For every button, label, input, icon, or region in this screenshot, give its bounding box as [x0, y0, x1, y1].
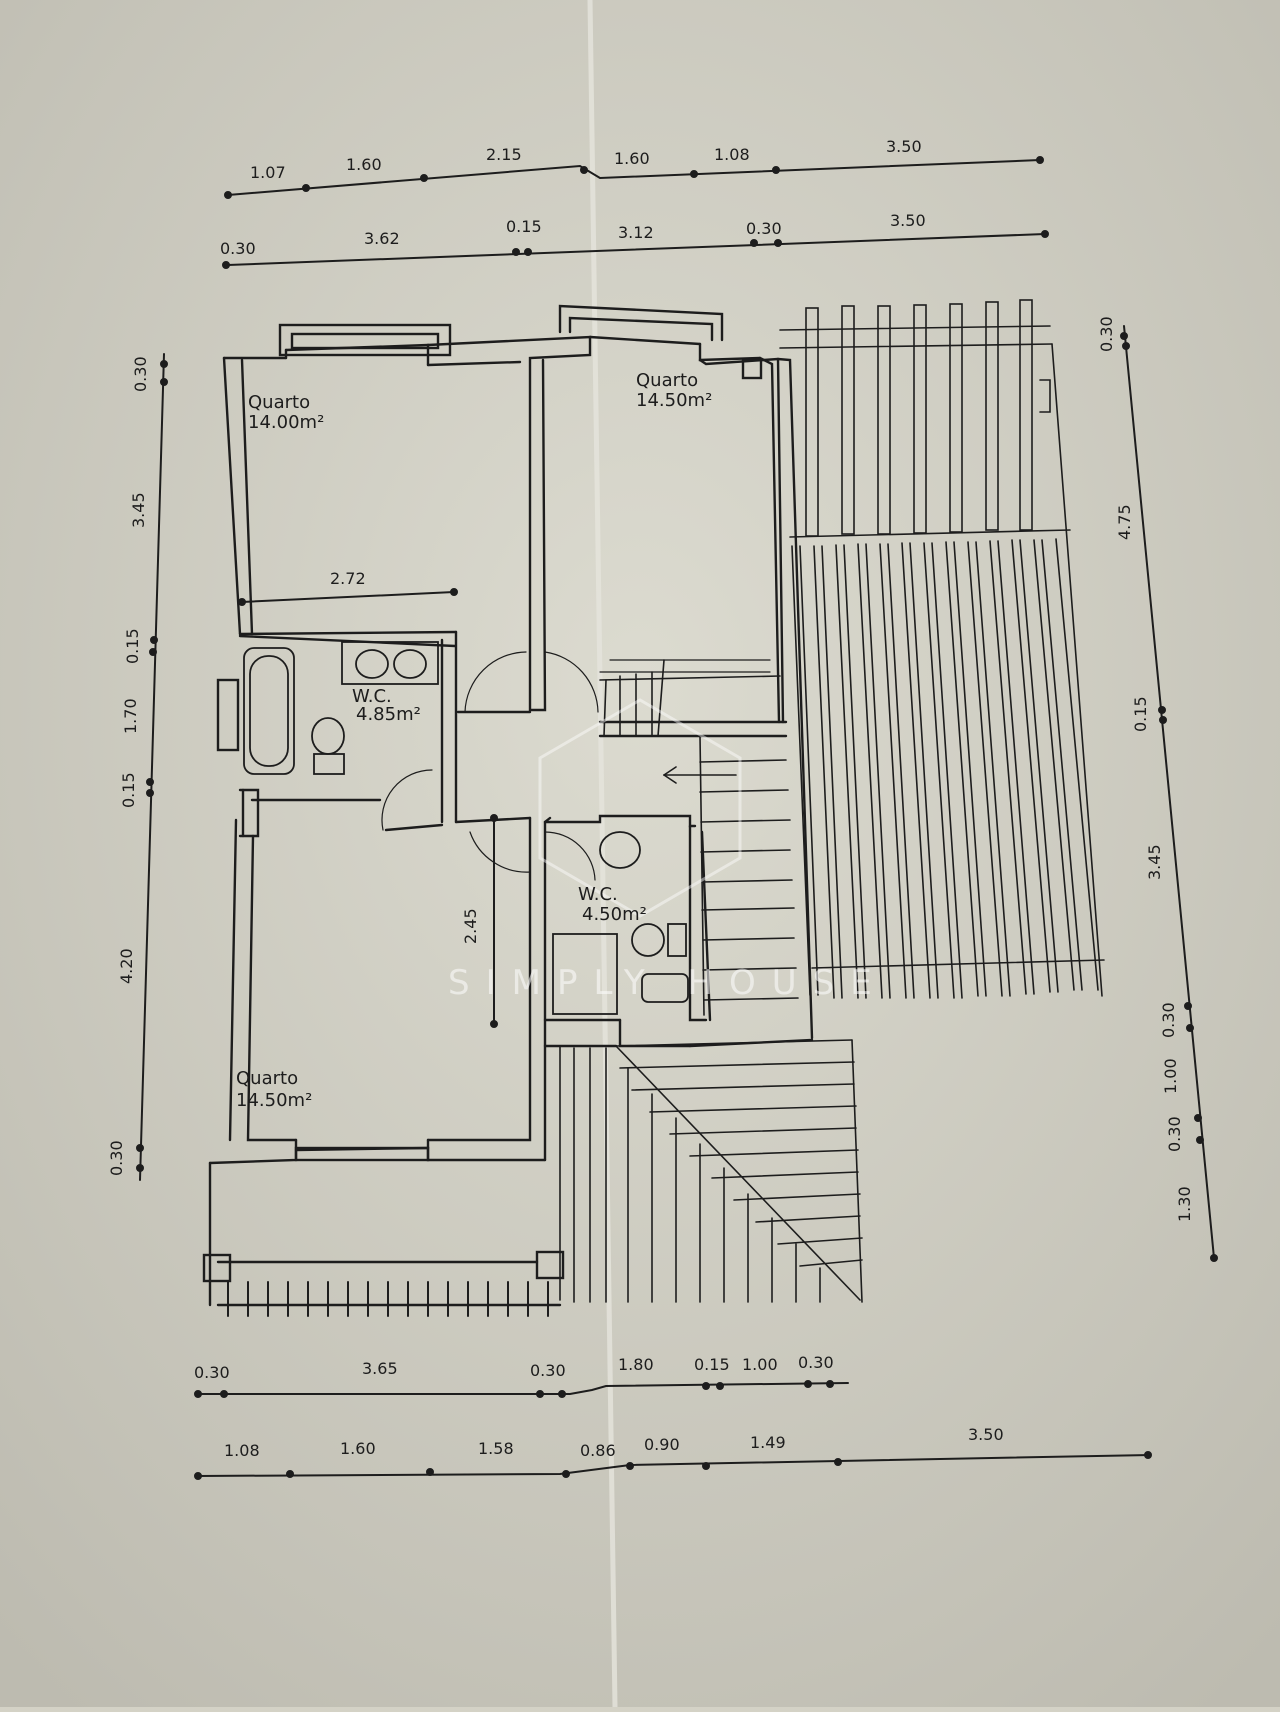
dimension-labels: 1.07 1.60 2.15 1.60 1.08 3.50 0.30 3.62 … — [107, 137, 1194, 1460]
dim-label: 0.30 — [530, 1361, 566, 1380]
dim-label: 0.15 — [123, 628, 142, 664]
room-name: Quarto — [236, 1068, 298, 1089]
dim-label: 1.60 — [340, 1439, 376, 1458]
pergola — [779, 299, 1103, 997]
dim-label: 0.15 — [694, 1355, 730, 1374]
dim-label: 3.45 — [1145, 844, 1164, 880]
room-area: 14.50m² — [236, 1090, 312, 1111]
bathtub — [243, 647, 295, 775]
room-area: 4.50m² — [582, 904, 647, 925]
balcony-railing — [227, 1281, 549, 1317]
dim-label: 0.30 — [1165, 1116, 1184, 1152]
dim-label: 3.12 — [618, 223, 654, 242]
room-name: Quarto — [636, 370, 698, 391]
dim-label: 1.80 — [618, 1355, 654, 1374]
shower — [552, 933, 618, 1015]
dim-label: 2.45 — [461, 908, 480, 944]
dim-label: 1.60 — [346, 155, 382, 174]
dim-label: 3.50 — [968, 1425, 1004, 1444]
dim-label: 0.30 — [798, 1353, 834, 1372]
dim-label: 2.15 — [486, 145, 522, 164]
dim-label: 0.15 — [119, 772, 138, 808]
dimension-lines — [139, 159, 1215, 1477]
fixtures — [243, 641, 689, 1015]
dim-label: 4.20 — [117, 948, 136, 984]
room-name: Quarto — [248, 392, 310, 413]
dim-label: 1.08 — [714, 145, 750, 164]
dim-label: 0.30 — [1097, 316, 1116, 352]
bidet — [641, 973, 689, 1003]
dim-label: 1.00 — [1161, 1058, 1180, 1094]
room-area: 14.00m² — [248, 412, 324, 433]
double-sink — [341, 641, 439, 685]
dim-label: 3.65 — [362, 1359, 398, 1378]
sink-lower — [599, 831, 641, 869]
dim-label: 0.30 — [746, 219, 782, 238]
watermark: SIMPLY HOUSE — [448, 698, 888, 1003]
dim-label: 0.30 — [194, 1363, 230, 1382]
dim-label: 1.08 — [224, 1441, 260, 1460]
dim-label: 3.50 — [890, 211, 926, 230]
deck-boards — [791, 538, 1105, 999]
dim-label: 4.75 — [1115, 504, 1134, 540]
dim-label: 0.86 — [580, 1441, 616, 1460]
dim-label: 1.30 — [1175, 1186, 1194, 1222]
room-name: W.C. — [578, 884, 618, 905]
dim-label: 1.00 — [742, 1355, 778, 1374]
dim-label: 0.30 — [107, 1140, 126, 1176]
room-area: 4.85m² — [356, 704, 421, 725]
dim-label: 3.62 — [364, 229, 400, 248]
paper-fold — [587, 0, 618, 1708]
dim-label: 1.49 — [750, 1433, 786, 1452]
room-labels: Quarto 14.00m² Quarto 14.50m² W.C. 4.85m… — [236, 370, 712, 1111]
walls — [202, 304, 814, 1307]
dim-label: 2.72 — [330, 569, 366, 588]
dim-label: 0.30 — [220, 239, 256, 258]
dimension-ticks — [136, 156, 1218, 1480]
dim-label: 0.90 — [644, 1435, 680, 1454]
dim-label: 0.15 — [506, 217, 542, 236]
dim-label: 1.58 — [478, 1439, 514, 1458]
exterior-stairs — [559, 1039, 863, 1303]
room-name: W.C. — [352, 686, 392, 707]
dim-label: 0.30 — [131, 356, 150, 392]
watermark-text: SIMPLY HOUSE — [448, 963, 888, 1003]
staircase — [599, 659, 799, 1016]
room-area: 14.50m² — [636, 390, 712, 411]
dim-label: 3.45 — [129, 492, 148, 528]
dim-label: 1.70 — [121, 698, 140, 734]
dim-label: 1.60 — [614, 149, 650, 168]
toilet-lower — [631, 923, 665, 957]
dim-label: 1.07 — [250, 163, 286, 182]
dim-label: 3.50 — [886, 137, 922, 156]
dim-label: 0.30 — [1159, 1002, 1178, 1038]
dim-label: 0.15 — [1131, 696, 1150, 732]
